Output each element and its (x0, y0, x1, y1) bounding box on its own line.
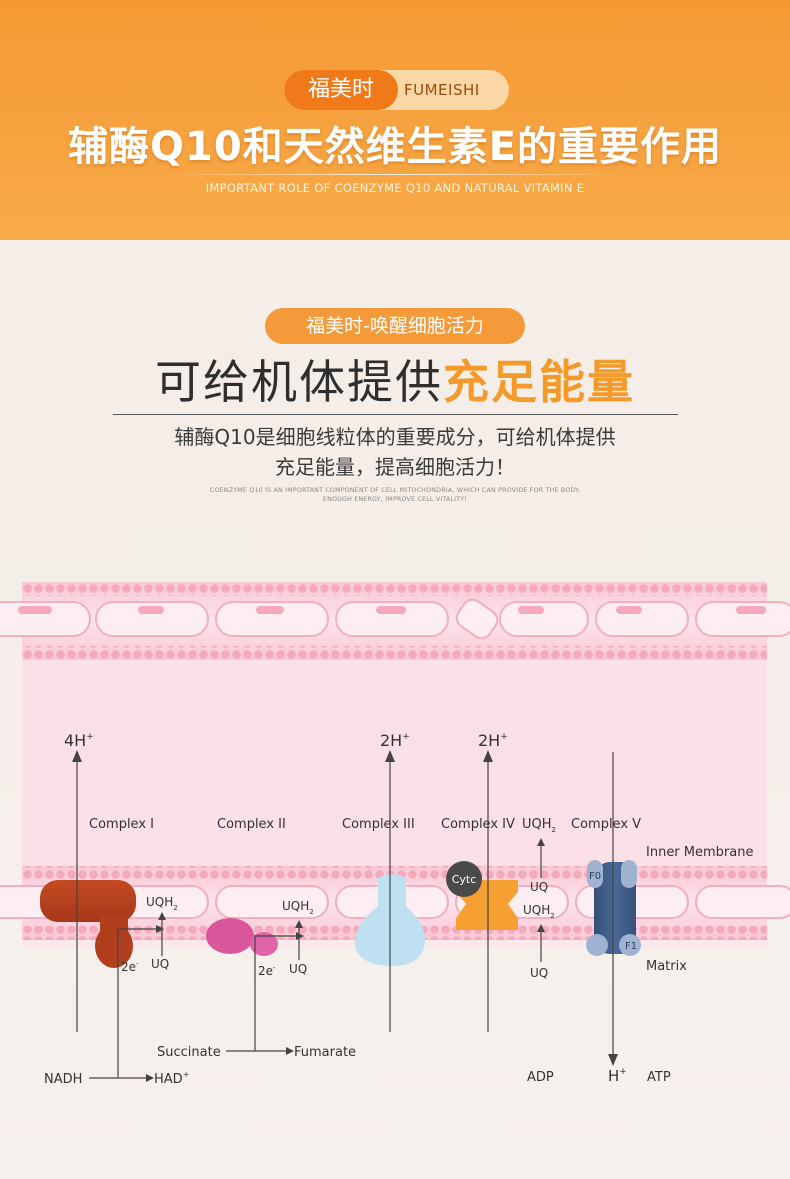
label-inner-membrane: Inner Membrane (646, 845, 753, 860)
label-atp: ATP (647, 1070, 671, 1085)
complex-1-protein (40, 880, 136, 968)
label-4h: 4H+ (64, 731, 94, 750)
description-en-line-1: COENZYME Q10 IS AN IMPORTANT COMPONENT O… (209, 487, 581, 494)
complex-2-protein (206, 918, 278, 956)
label-2h-b: 2H+ (478, 731, 508, 750)
label-complex-5: Complex V (571, 817, 641, 832)
section-title-plain: 可给机体提供 (155, 355, 443, 409)
label-nadh: NADH (44, 1072, 82, 1087)
label-uq-c2: UQ (289, 962, 307, 976)
outer-membrane (0, 582, 790, 660)
brand-name-cn: 福美时 (284, 70, 398, 110)
label-matrix: Matrix (646, 959, 687, 974)
label-uq-c4-bottom: UQ (530, 966, 548, 980)
label-uqh2-top: UQH2 (522, 817, 556, 834)
arrow-heads (72, 750, 618, 1082)
complex-5-protein (586, 860, 641, 956)
section-divider (113, 414, 678, 415)
label-2e-c2: 2e- (258, 964, 276, 978)
label-cytc: Cytc (452, 873, 477, 886)
label-adp: ADP (527, 1070, 554, 1085)
brand-pill: 福美时 FUMEISHI (284, 70, 509, 110)
section-description-en: COENZYME Q10 IS AN IMPORTANT COMPONENT O… (0, 486, 790, 504)
description-line-2: 充足能量，提高细胞活力！ (275, 455, 515, 479)
description-line-1: 辅酶Q10是细胞线粒体的重要成分，可给机体提供 (174, 425, 616, 449)
label-2h-a: 2H+ (380, 731, 410, 750)
label-succinate: Succinate (157, 1045, 221, 1060)
label-uqh2-c2: UQH2 (282, 899, 314, 916)
description-en-line-2: ENOUGH ENERGY, IMPROVE CELL VITALITY! (322, 496, 468, 503)
label-f1: F1 (625, 941, 637, 952)
header-divider (160, 174, 630, 175)
flow-lines (76, 752, 614, 1079)
label-uqh2-c1: UQH2 (146, 895, 178, 912)
intermembrane-space (22, 658, 767, 868)
label-uqh2-c4: UQH2 (523, 903, 555, 920)
header-banner: 福美时 FUMEISHI 辅酶Q10和天然维生素E的重要作用 IMPORTANT… (0, 0, 790, 240)
section-title: 可给机体提供充足能量 (0, 352, 790, 412)
label-complex-4: Complex IV (441, 817, 515, 832)
label-uq-c1: UQ (151, 957, 169, 971)
label-had: HAD+ (154, 1070, 189, 1087)
cytc-circle (446, 861, 482, 897)
section-description: 辅酶Q10是细胞线粒体的重要成分，可给机体提供 充足能量，提高细胞活力！ (0, 422, 790, 482)
label-h-plus: H+ (608, 1067, 627, 1085)
label-fumarate: Fumarate (294, 1045, 356, 1060)
brand-name-en: FUMEISHI (404, 81, 480, 99)
label-complex-1: Complex I (89, 817, 154, 832)
header-title: 辅酶Q10和天然维生素E的重要作用 (68, 124, 722, 170)
label-2e-c1: 2e- (121, 960, 139, 974)
section-pill: 福美时-唤醒细胞活力 (265, 308, 525, 344)
label-complex-2: Complex II (217, 817, 286, 832)
label-f0: F0 (589, 871, 601, 882)
section-title-highlight: 充足能量 (443, 355, 635, 409)
header-subtitle: IMPORTANT ROLE OF COENZYME Q10 AND NATUR… (205, 181, 585, 195)
label-uq-c4-top: UQ (530, 880, 548, 894)
label-complex-3: Complex III (342, 817, 415, 832)
